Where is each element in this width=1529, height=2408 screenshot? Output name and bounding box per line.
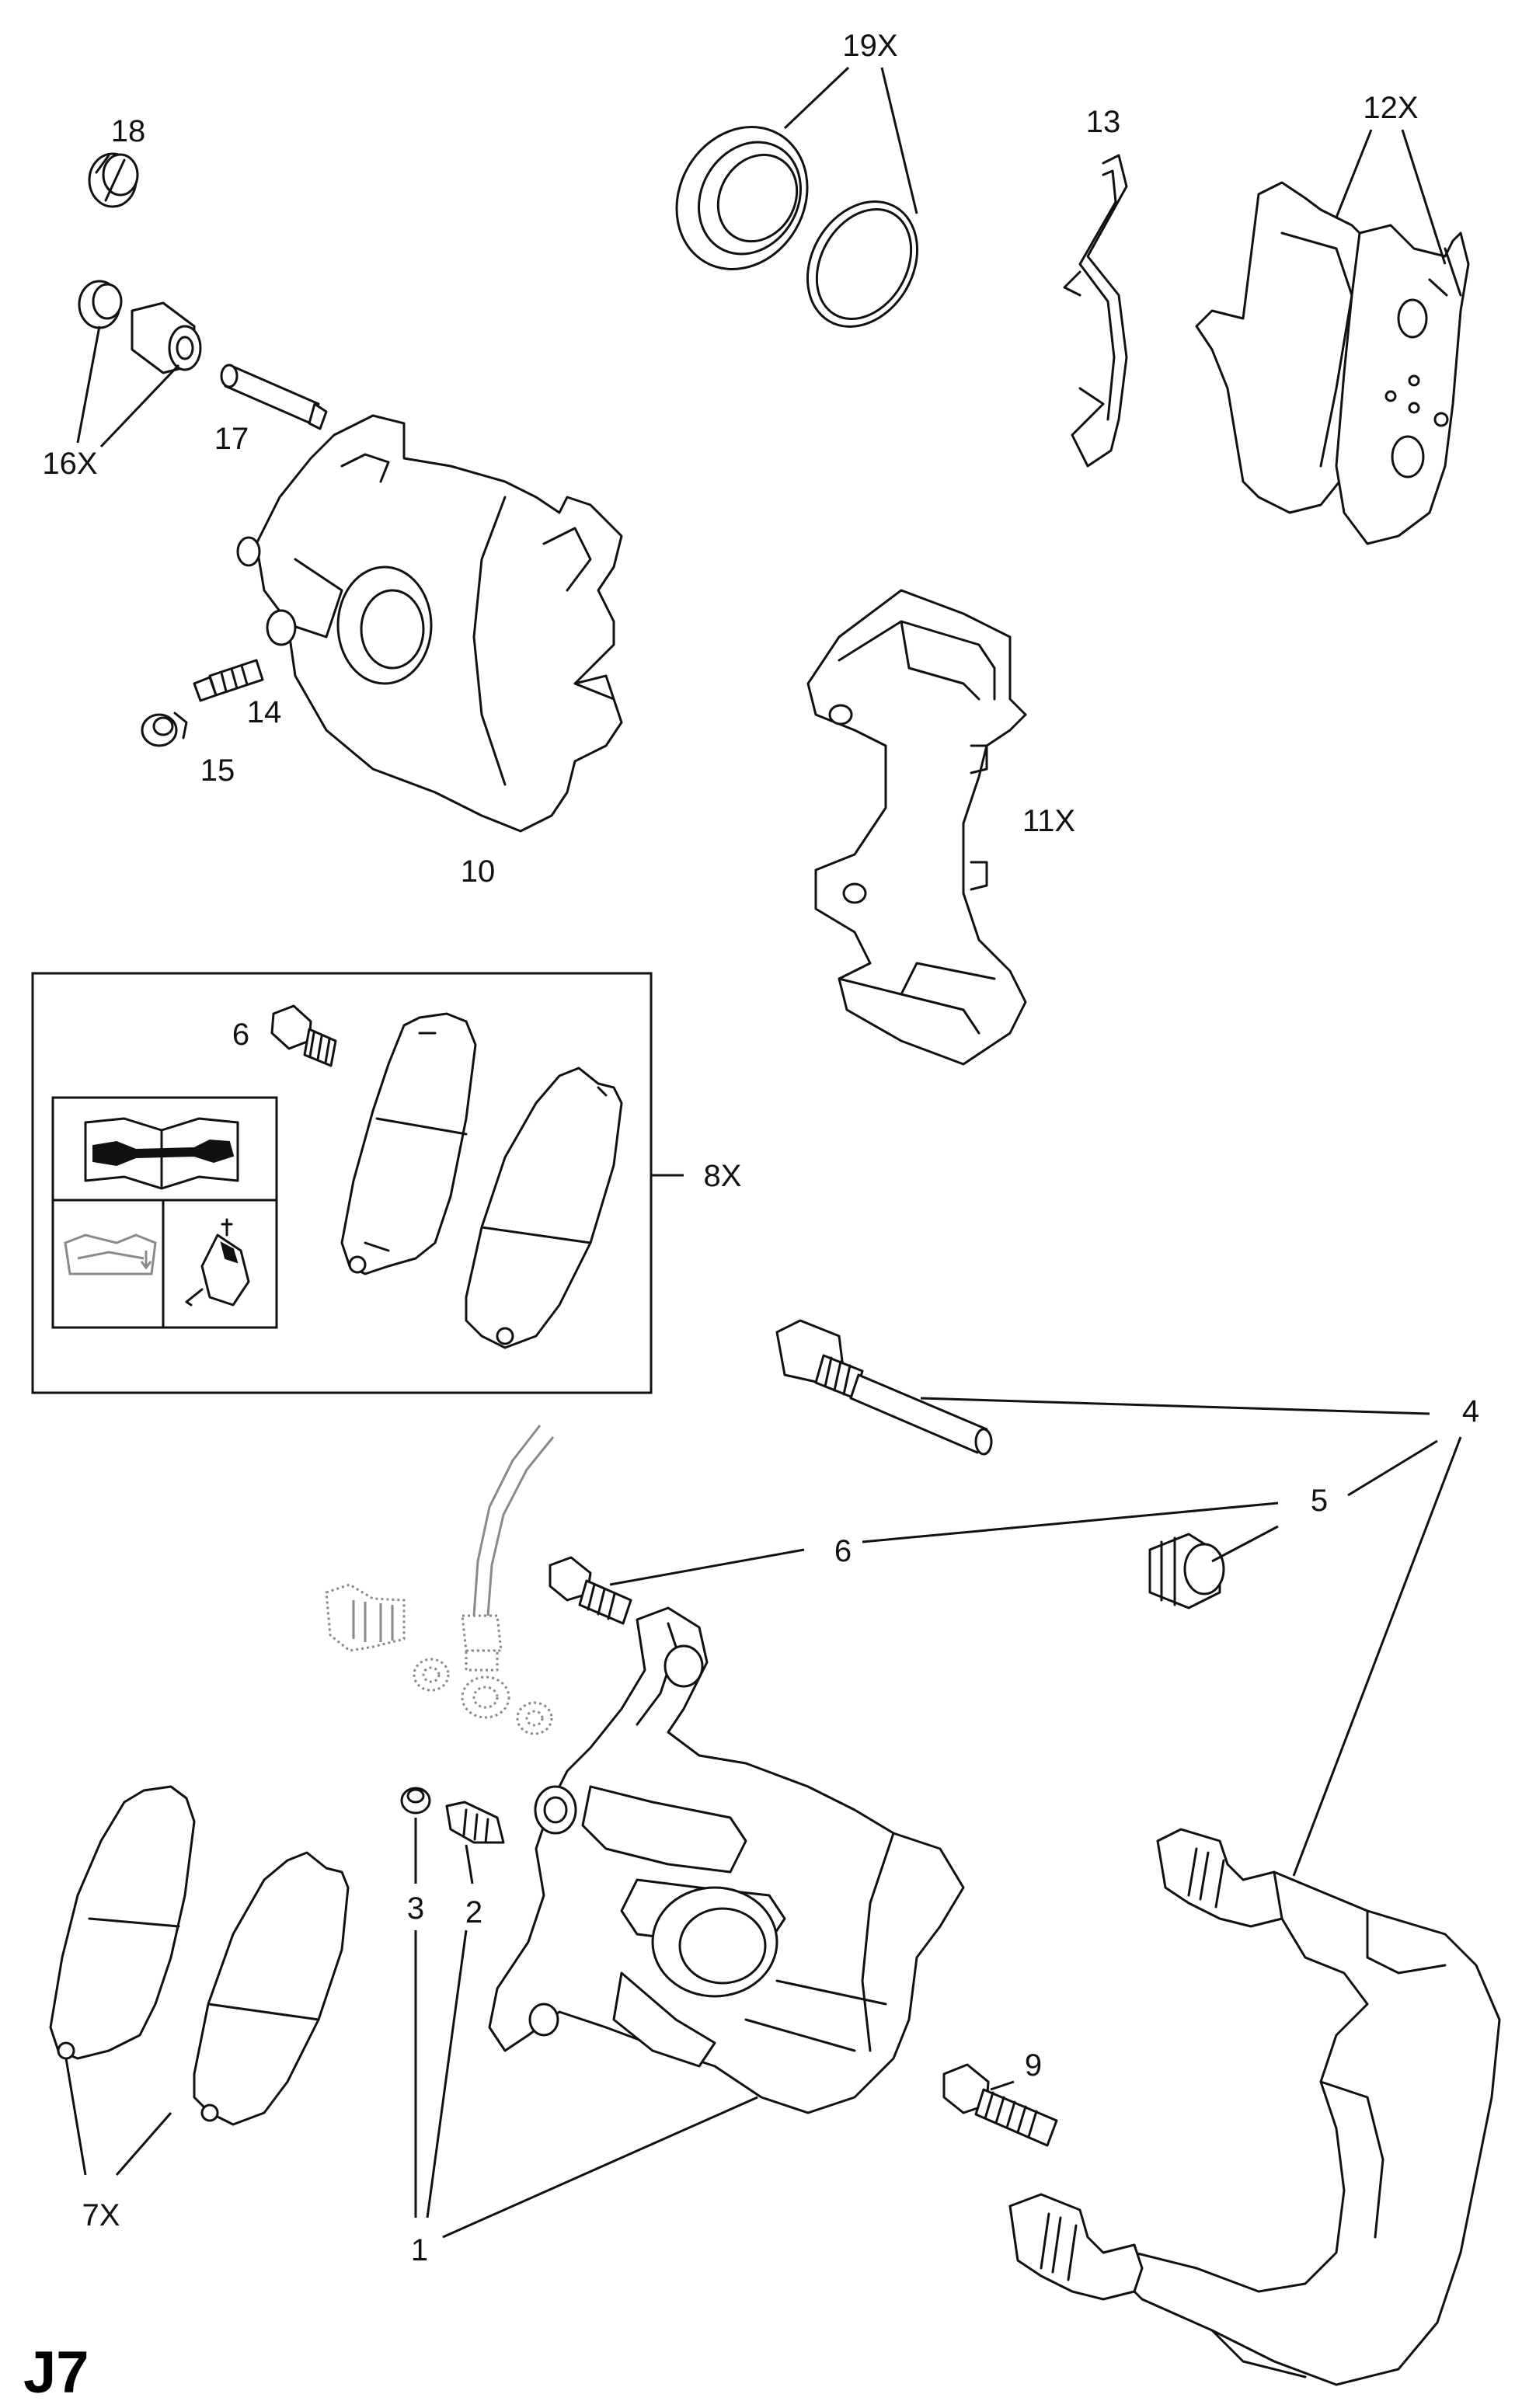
grease-tube-icon [185,1218,250,1307]
inset-box-8x [31,972,653,1394]
callout-18: 18 [111,114,146,148]
callout-6-inset: 6 [232,1018,249,1052]
part-12x-brake-pad-set [1195,181,1470,545]
callout-5: 5 [1311,1484,1328,1518]
callout-6: 6 [834,1534,852,1568]
part-17-guide-pin [220,364,328,430]
callout-labels: 18 19X 13 12X 16X 17 14 15 10 11X 6 8X 4… [42,29,1479,2267]
part-4-caliper-carrier-with-pins [1008,1828,1501,2386]
part-16x-guide-bushing [78,280,202,374]
part-3-bleeder-cap [400,1787,431,1815]
callout-17: 17 [214,422,249,456]
callout-3: 3 [407,1891,424,1926]
callout-13: 13 [1086,105,1121,139]
callout-14: 14 [247,695,282,729]
callout-12x: 12X [1363,91,1418,125]
part-5-guide-bushing [1148,1533,1225,1609]
callout-4: 4 [1462,1394,1479,1428]
part-6-guide-bolt-inset [270,1004,337,1067]
part-6-guide-bolt [549,1556,632,1625]
leader-lines [64,66,1462,2239]
part-4-guide-pin [775,1319,993,1456]
part-14-bleed-screw [193,659,264,702]
callout-19x: 19X [842,29,897,63]
service-manual-icon [84,1117,239,1190]
part-13-retaining-spring [1063,154,1128,468]
part-1-brake-caliper [488,1606,965,2114]
fluid-level-icon [64,1234,157,1275]
part-11x-caliper-carrier [806,589,1027,1066]
callout-1: 1 [411,2233,428,2267]
callout-16x: 16X [42,447,97,481]
part-2-bleed-screw [445,1801,505,1844]
part-19x-piston-seal-kit [675,126,919,328]
callout-9: 9 [1025,2048,1042,2083]
brake-hose-reference [325,1425,555,1735]
page-code: J7 [23,2340,89,2406]
part-9-carrier-bolt [942,2063,1058,2147]
callout-11x: 11X [1022,804,1075,838]
callout-10: 10 [461,854,496,889]
callout-8x: 8X [704,1159,742,1193]
callout-15: 15 [200,753,235,788]
part-10-caliper-housing [236,414,623,833]
part-15-bleeder-cap [141,712,188,747]
part-8x-brake-pad-pair-inset [340,1012,623,1349]
part-18-dust-cap [88,152,139,208]
callout-2: 2 [465,1895,482,1930]
part-7x-brake-pad-set [49,1785,350,2126]
callout-7x: 7X [82,2198,120,2232]
